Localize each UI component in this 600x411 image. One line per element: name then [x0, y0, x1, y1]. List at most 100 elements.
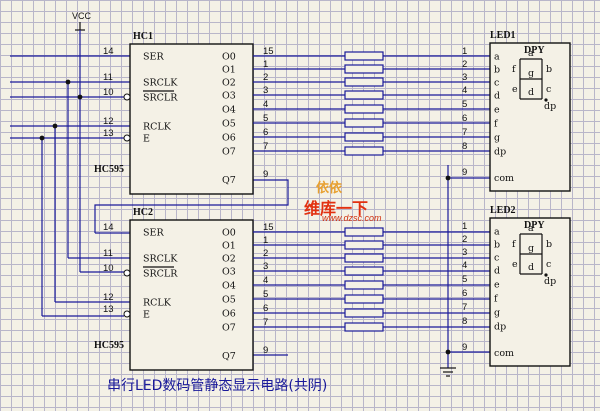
output-pin-label: O0: [222, 228, 236, 239]
segment-label: g: [528, 68, 534, 79]
output-pin-label: O6: [222, 309, 236, 320]
output-pin-label: O5: [222, 119, 236, 130]
output-pin-number: 15: [263, 46, 274, 57]
segment-label: d: [528, 262, 534, 273]
resistor: [344, 118, 384, 128]
segment-pin-number: 5: [462, 99, 467, 110]
segment-pin-number: 7: [462, 302, 467, 313]
dp-dot: [544, 273, 548, 277]
input-pin-number: 12: [103, 116, 114, 127]
output-pin-number: 3: [263, 85, 268, 96]
resistor: [344, 322, 384, 332]
segment-pin-label: b: [494, 65, 500, 76]
output-pin-label: O7: [222, 147, 236, 158]
inverter-bubble: [123, 134, 131, 142]
resistor: [344, 90, 384, 100]
chip-part: HC595: [94, 164, 124, 175]
input-pin-label: RCLK: [143, 122, 172, 133]
output-pin-label: O3: [222, 267, 236, 278]
resistor: [344, 240, 384, 250]
segment-pin-label: a: [494, 52, 500, 63]
resistor: [344, 280, 384, 290]
input-pin-number: 11: [103, 248, 113, 259]
chip-name: HC2: [133, 207, 153, 218]
segment-pin-label: f: [494, 119, 499, 130]
resistor: [344, 227, 384, 237]
segment-label: b: [546, 64, 552, 75]
resistor: [344, 146, 384, 156]
segment-pin-number: 2: [462, 59, 467, 70]
output-pin-number: 6: [263, 303, 268, 314]
segment-pin-label: c: [494, 78, 499, 89]
chip-body: [129, 43, 254, 195]
output-pin-label: O2: [222, 78, 236, 89]
resistor: [344, 104, 384, 114]
input-pin-number: 12: [103, 292, 114, 303]
input-pin-label: E: [143, 310, 150, 321]
inverter-bubble: [123, 269, 131, 277]
output-pin-label: O3: [222, 91, 236, 102]
segment-pin-label: f: [494, 294, 499, 305]
segment-pin-number: 6: [462, 288, 467, 299]
output-pin-number: 4: [263, 275, 268, 286]
input-pin-label: SRCLK: [143, 78, 178, 89]
com-pin-number: 9: [462, 342, 467, 353]
output-pin-number: 1: [263, 235, 268, 246]
output-pin-label: O7: [222, 323, 236, 334]
q7-label: Q7: [222, 351, 236, 362]
input-pin-label: SRCLR: [143, 93, 178, 104]
watermark-url: www.dzsc.com: [322, 213, 382, 223]
dp-dot: [544, 98, 548, 102]
display-body: [489, 42, 571, 192]
output-pin-number: 7: [263, 317, 268, 328]
q7-label: Q7: [222, 175, 236, 186]
segment-label: c: [546, 259, 551, 270]
segment-pin-number: 1: [462, 221, 467, 232]
segment-pin-number: 6: [462, 113, 467, 124]
output-pin-label: O1: [222, 65, 236, 76]
output-pin-number: 5: [263, 113, 268, 124]
output-pin-label: O0: [222, 52, 236, 63]
vcc-label: VCC: [72, 11, 92, 21]
display-type: DPY: [524, 45, 545, 56]
display-name: LED1: [490, 30, 516, 41]
resistor: [344, 51, 384, 61]
output-pin-label: O1: [222, 241, 236, 252]
segment-pin-label: b: [494, 240, 500, 251]
segment-label: e: [512, 84, 518, 95]
segment-pin-number: 1: [462, 46, 467, 57]
input-pin-label: E: [143, 134, 150, 145]
com-pin-number: 9: [462, 167, 467, 178]
resistor: [344, 132, 384, 142]
inverter-bubble: [123, 310, 131, 318]
output-pin-number: 6: [263, 127, 268, 138]
com-pin-label: com: [494, 348, 514, 359]
segment-label: f: [512, 239, 517, 250]
segment-label: e: [512, 259, 518, 270]
segment-pin-label: e: [494, 280, 500, 291]
q7-pin-number: 9: [263, 169, 268, 180]
segment-pin-label: d: [494, 91, 500, 102]
segment-label: dp: [544, 101, 556, 112]
display-body: [489, 217, 571, 367]
segment-pin-number: 3: [462, 72, 467, 83]
input-pin-label: SRCLK: [143, 254, 178, 265]
resistor: [344, 64, 384, 74]
output-pin-number: 7: [263, 141, 268, 152]
resistor: [344, 294, 384, 304]
segment-label: g: [528, 243, 534, 254]
segment-pin-label: dp: [494, 322, 506, 333]
input-pin-number: 14: [103, 46, 114, 57]
display-type: DPY: [524, 220, 545, 231]
diagram-title: 串行LED数码管静态显示电路(共阴): [107, 378, 328, 394]
output-pin-label: O5: [222, 295, 236, 306]
output-pin-number: 2: [263, 72, 268, 83]
resistor: [344, 77, 384, 87]
inverter-bubble: [123, 93, 131, 101]
input-pin-number: 13: [103, 304, 114, 315]
input-pin-number: 14: [103, 222, 114, 233]
input-pin-label: SER: [143, 52, 164, 63]
